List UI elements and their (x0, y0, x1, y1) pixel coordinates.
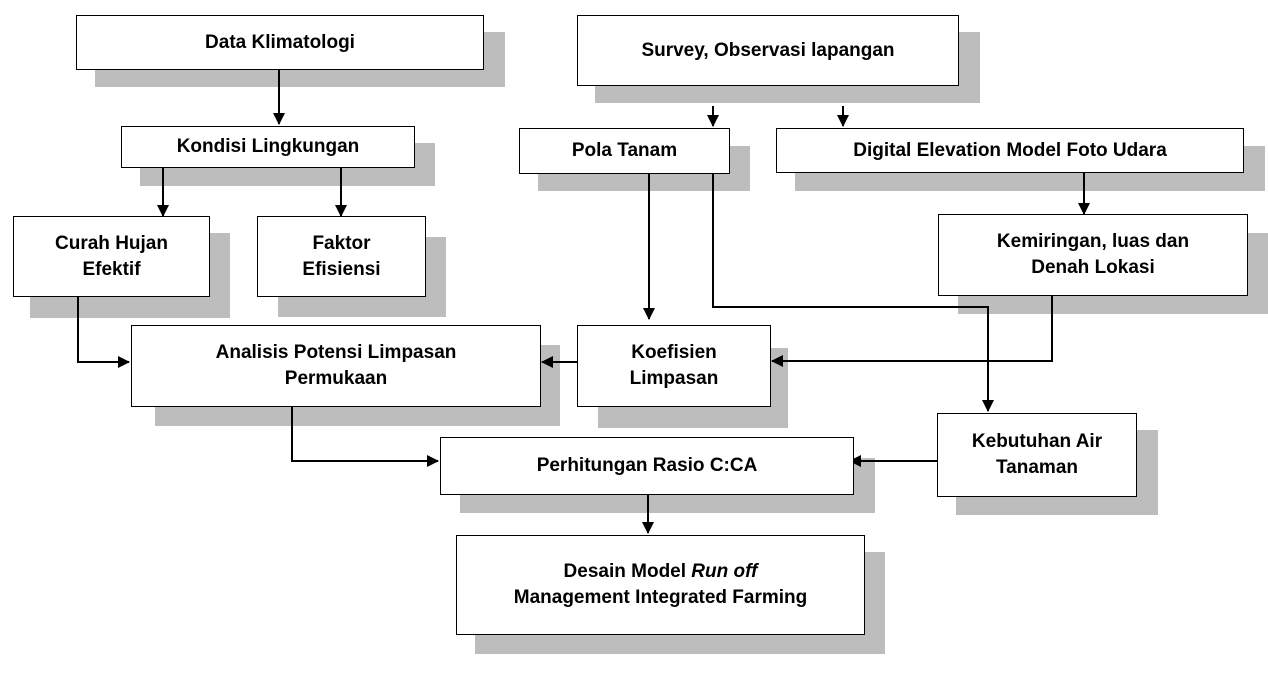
kemiringan-label-line1: Kemiringan, luas dan (996, 231, 1190, 253)
curah-label-line2: Efektif (82, 258, 141, 280)
kondisi-label: Kondisi Lingkungan (176, 136, 360, 158)
analisis-node: Analisis Potensi Limpasan Permukaan (131, 325, 541, 407)
data-klimatologi-node: Data Klimatologi (76, 15, 484, 70)
kemiringan-label-line2: Denah Lokasi (1031, 257, 1155, 278)
dem-node: Digital Elevation Model Foto Udara (776, 128, 1244, 173)
perhitungan-node: Perhitungan Rasio C:CA (440, 437, 854, 495)
curah-label-line1: Curah Hujan (55, 232, 168, 254)
desain-node: Desain Model Run off Management Integrat… (456, 535, 865, 635)
perhitungan-label: Perhitungan Rasio C:CA (536, 455, 758, 477)
kebutuhan-label-line1: Kebutuhan Air (971, 431, 1103, 453)
desain-label-line1: Desain Model Run off (564, 559, 758, 585)
koefisien-label-line2: Limpasan (629, 368, 719, 389)
pola-node: Pola Tanam (519, 128, 730, 174)
edge-curah-analisis (77, 297, 130, 368)
survey-label: Survey, Observasi lapangan (641, 39, 895, 61)
koefisien-label-line1: Koefisien (631, 342, 717, 364)
desain-label-line2: Management Integrated Farming (513, 587, 808, 608)
edge-analisis-perhitungan (291, 407, 439, 467)
pola-label: Pola Tanam (571, 140, 678, 162)
kebutuhan-node: Kebutuhan Air Tanaman (937, 413, 1137, 497)
faktor-label-line2: Efisiensi (302, 258, 381, 280)
faktor-label-line1: Faktor (312, 232, 371, 254)
kemiringan-node: Kemiringan, luas dan Denah Lokasi (938, 214, 1248, 296)
edge-kemiringan-koefisien (771, 296, 1053, 367)
faktor-node: Faktor Efisiensi (257, 216, 426, 297)
koefisien-node: Koefisien Limpasan (577, 325, 771, 407)
analisis-label-line2: Permukaan (284, 368, 388, 389)
dem-label: Digital Elevation Model Foto Udara (853, 139, 1167, 161)
curah-node: Curah Hujan Efektif (13, 216, 210, 297)
survey-node: Survey, Observasi lapangan (577, 15, 959, 86)
kebutuhan-label-line2: Tanaman (995, 457, 1078, 478)
edge-pola-kebutuhan (712, 174, 994, 412)
desain-label-italic: Run off (691, 561, 758, 583)
data-klimatologi-label: Data Klimatologi (205, 31, 355, 53)
analisis-label-line1: Analisis Potensi Limpasan (215, 342, 457, 364)
desain-label-prefix: Desain Model (563, 561, 692, 583)
kondisi-node: Kondisi Lingkungan (121, 126, 415, 168)
